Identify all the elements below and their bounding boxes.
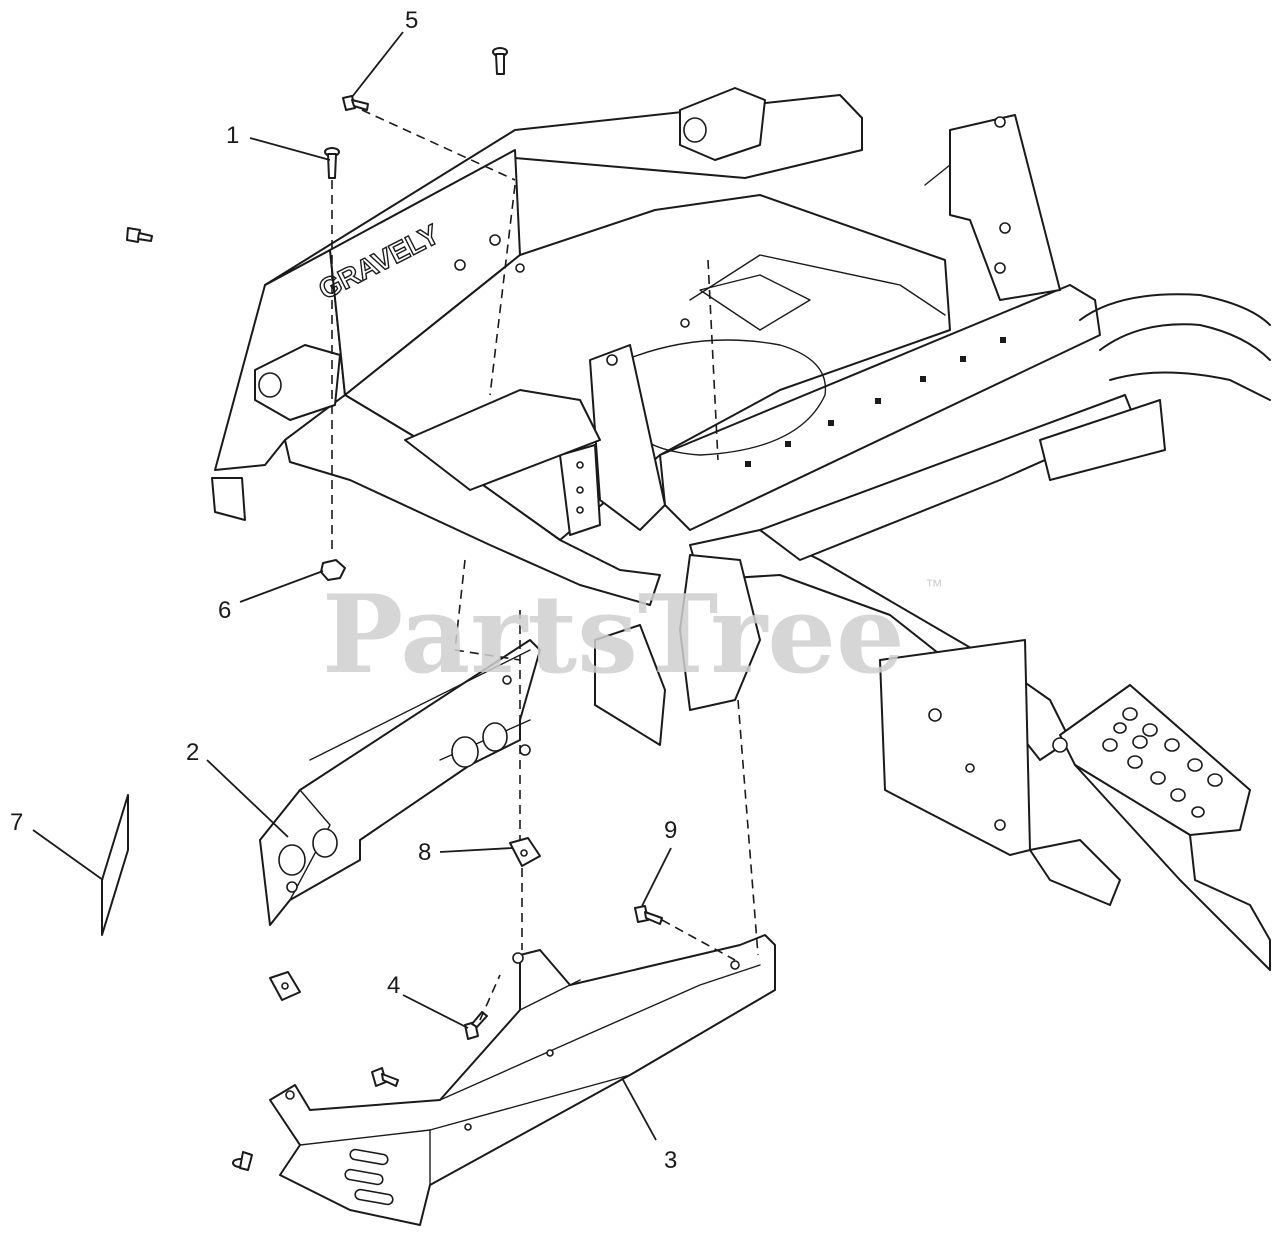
part-8-clip-nut <box>509 837 541 867</box>
bolt-lower <box>371 1067 399 1087</box>
main-frame <box>211 87 1271 971</box>
fasteners <box>126 47 663 1171</box>
bolt-top <box>492 47 508 75</box>
step-plate-holes <box>1102 707 1223 818</box>
callout-6: 6 <box>218 597 231 624</box>
partstree-watermark: PartsTree ™ <box>322 572 943 698</box>
part-3-front-shield <box>269 934 776 1226</box>
svg-text:™: ™ <box>925 576 943 596</box>
callout-1: 1 <box>226 122 239 149</box>
callout-2: 2 <box>186 739 199 766</box>
part-7-decal <box>101 794 129 936</box>
part-9-bolt <box>634 905 663 925</box>
callout-labels: 1 2 3 4 5 6 7 8 9 <box>10 7 677 1174</box>
assembly-lines <box>331 109 759 1021</box>
callout-8: 8 <box>418 839 431 866</box>
bolt-bottom <box>232 1151 253 1171</box>
cross-tube-slots <box>454 116 1068 831</box>
bolt-left <box>126 227 153 243</box>
callout-5: 5 <box>405 7 418 34</box>
callout-leaders <box>32 31 672 1141</box>
clip-nut <box>269 971 301 1001</box>
part-1-bolt <box>324 147 340 179</box>
part-4-bolt <box>464 1011 488 1040</box>
callout-4: 4 <box>387 972 400 999</box>
callout-7: 7 <box>10 809 23 836</box>
callout-9: 9 <box>664 817 677 844</box>
svg-text:PartsTree: PartsTree <box>322 572 905 698</box>
part-5-bolt <box>342 95 369 111</box>
part-2-left-shield <box>259 639 541 926</box>
callout-3: 3 <box>664 1147 677 1174</box>
